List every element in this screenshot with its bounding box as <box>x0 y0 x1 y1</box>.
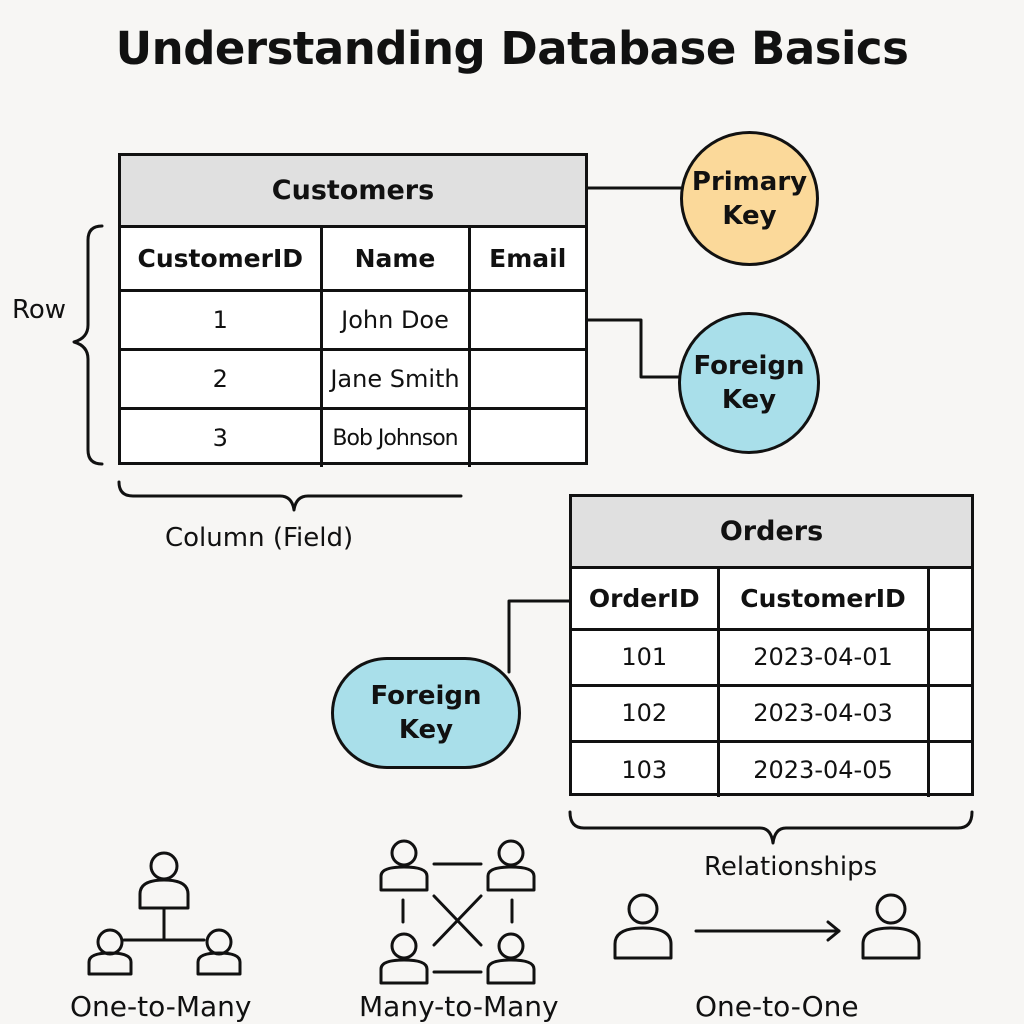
table-cell: 2023-04-05 <box>718 741 930 797</box>
customers-header-row: CustomerID Name Email <box>121 228 585 292</box>
column-header: OrderID <box>572 569 720 631</box>
table-cell: 1 <box>121 290 323 351</box>
person-icon <box>379 932 429 985</box>
relationships-label: Relationships <box>704 852 878 882</box>
table-cell: 103 <box>572 741 720 797</box>
customers-table: Customers CustomerID Name Email 1 John D… <box>118 153 588 467</box>
orders-foreign-key-connector <box>507 599 571 674</box>
table-row: 101 2023-04-01 <box>572 629 971 687</box>
column-brace <box>117 480 463 512</box>
callout-text: Foreign <box>370 681 482 711</box>
orders-foreign-key-callout: Foreign Key <box>331 657 521 769</box>
table-row: 102 2023-04-03 <box>572 685 971 743</box>
relationships-brace <box>568 810 974 845</box>
callout-text: Key <box>722 200 777 231</box>
column-header: CustomerID <box>718 569 930 631</box>
column-header: Email <box>469 228 585 292</box>
table-cell: 2023-04-03 <box>718 685 930 743</box>
table-cell <box>928 629 971 687</box>
column-header: CustomerID <box>121 228 323 292</box>
orders-table: Orders OrderID CustomerID 101 2023-04-01… <box>569 494 974 797</box>
person-icon <box>87 928 133 976</box>
foreign-key-callout: Foreign Key <box>678 312 820 454</box>
callout-text: Key <box>398 715 454 745</box>
table-cell: Bob Johnson <box>321 408 471 467</box>
person-icon <box>861 893 921 960</box>
orders-table-title: Orders <box>572 497 971 569</box>
callout-text: Key <box>721 385 777 415</box>
person-icon <box>138 851 190 910</box>
many-to-many-icon <box>379 839 536 985</box>
person-icon <box>379 839 429 892</box>
column-label: Column (Field) <box>165 523 354 553</box>
one-to-one-icon <box>613 893 921 960</box>
table-cell: 2023-04-01 <box>718 629 930 687</box>
orders-header-row: OrderID CustomerID <box>572 569 971 631</box>
row-brace <box>72 224 104 466</box>
one-to-one-label: One-to-One <box>695 990 859 1023</box>
primary-key-callout: Primary Key <box>680 131 819 266</box>
table-cell: 2 <box>121 349 323 410</box>
page-title: Understanding Database Basics <box>115 22 909 75</box>
person-icon <box>486 839 536 892</box>
table-cell <box>469 349 585 410</box>
table-row: 2 Jane Smith <box>121 349 585 410</box>
many-to-many-label: Many-to-Many <box>359 990 559 1023</box>
callout-text: Primary <box>691 166 808 197</box>
table-row: 1 John Doe <box>121 290 585 351</box>
table-cell: John Doe <box>321 290 471 351</box>
table-row: 3 Bob Johnson <box>121 408 585 467</box>
one-to-many-label: One-to-Many <box>70 990 252 1023</box>
one-to-many-icon <box>87 851 242 976</box>
row-label: Row <box>12 295 67 325</box>
person-icon <box>196 928 242 976</box>
table-cell: 3 <box>121 408 323 467</box>
table-cell: Jane Smith <box>321 349 471 410</box>
foreign-key-connector <box>586 318 683 379</box>
customers-table-title: Customers <box>121 156 585 228</box>
column-header: Name <box>321 228 471 292</box>
person-icon <box>613 893 673 960</box>
callout-text: Foreign <box>693 351 805 381</box>
column-header <box>928 569 971 631</box>
person-icon <box>486 932 536 985</box>
table-cell: 101 <box>572 629 720 687</box>
table-cell <box>469 290 585 351</box>
table-row: 103 2023-04-05 <box>572 741 971 797</box>
table-cell: 102 <box>572 685 720 743</box>
table-cell <box>928 685 971 743</box>
